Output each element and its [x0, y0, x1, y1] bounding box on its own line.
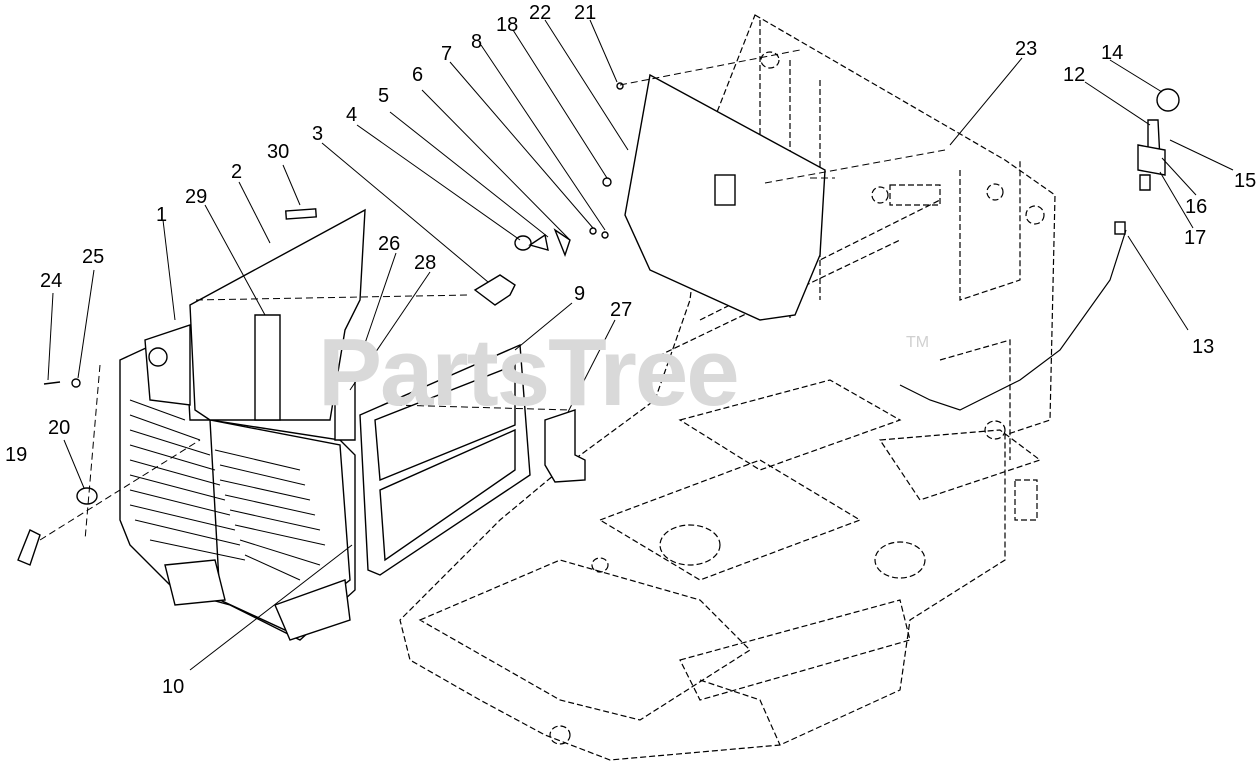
watermark: PartsTree: [318, 319, 740, 426]
callout-16: 16: [1185, 196, 1208, 218]
callout-6: 6: [412, 64, 424, 86]
callout-1: 1: [156, 204, 168, 226]
watermark-trademark: TM: [906, 334, 930, 351]
callout-23: 23: [1015, 38, 1038, 60]
callout-21: 21: [574, 2, 597, 24]
callout-4: 4: [346, 104, 358, 126]
callout-10: 10: [162, 676, 185, 698]
callout-3: 3: [312, 123, 324, 145]
callout-18: 18: [496, 14, 519, 36]
small-hardware: [473, 82, 624, 306]
cover-plate-22: [624, 73, 826, 321]
grille-housing: [119, 324, 356, 641]
callout-8: 8: [471, 31, 483, 53]
callout-24: 24: [40, 270, 63, 292]
callout-14: 14: [1101, 42, 1124, 64]
callout-15: 15: [1234, 170, 1257, 192]
callout-26: 26: [378, 233, 401, 255]
callout-7: 7: [441, 43, 453, 65]
callout-2: 2: [231, 161, 243, 183]
callout-20: 20: [48, 417, 71, 439]
fasteners-left: [17, 378, 98, 566]
callout-19: 19: [5, 444, 28, 466]
callout-30: 30: [267, 141, 290, 163]
block-27: [544, 409, 586, 483]
callout-12: 12: [1063, 64, 1086, 86]
callout-28: 28: [414, 252, 437, 274]
cable-assembly: [899, 88, 1180, 411]
alignment-lines: [39, 49, 946, 541]
callout-29: 29: [185, 186, 208, 208]
leader-lines: [47, 19, 1234, 671]
back-panel: [189, 208, 366, 421]
callout-5: 5: [378, 85, 390, 107]
callout-27: 27: [610, 299, 633, 321]
gasket-28: [334, 374, 356, 441]
callout-17: 17: [1184, 227, 1207, 249]
callout-25: 25: [82, 246, 105, 268]
callout-9: 9: [574, 283, 586, 305]
callout-22: 22: [529, 2, 552, 24]
filter-panel: [359, 343, 531, 576]
callout-13: 13: [1192, 336, 1215, 358]
